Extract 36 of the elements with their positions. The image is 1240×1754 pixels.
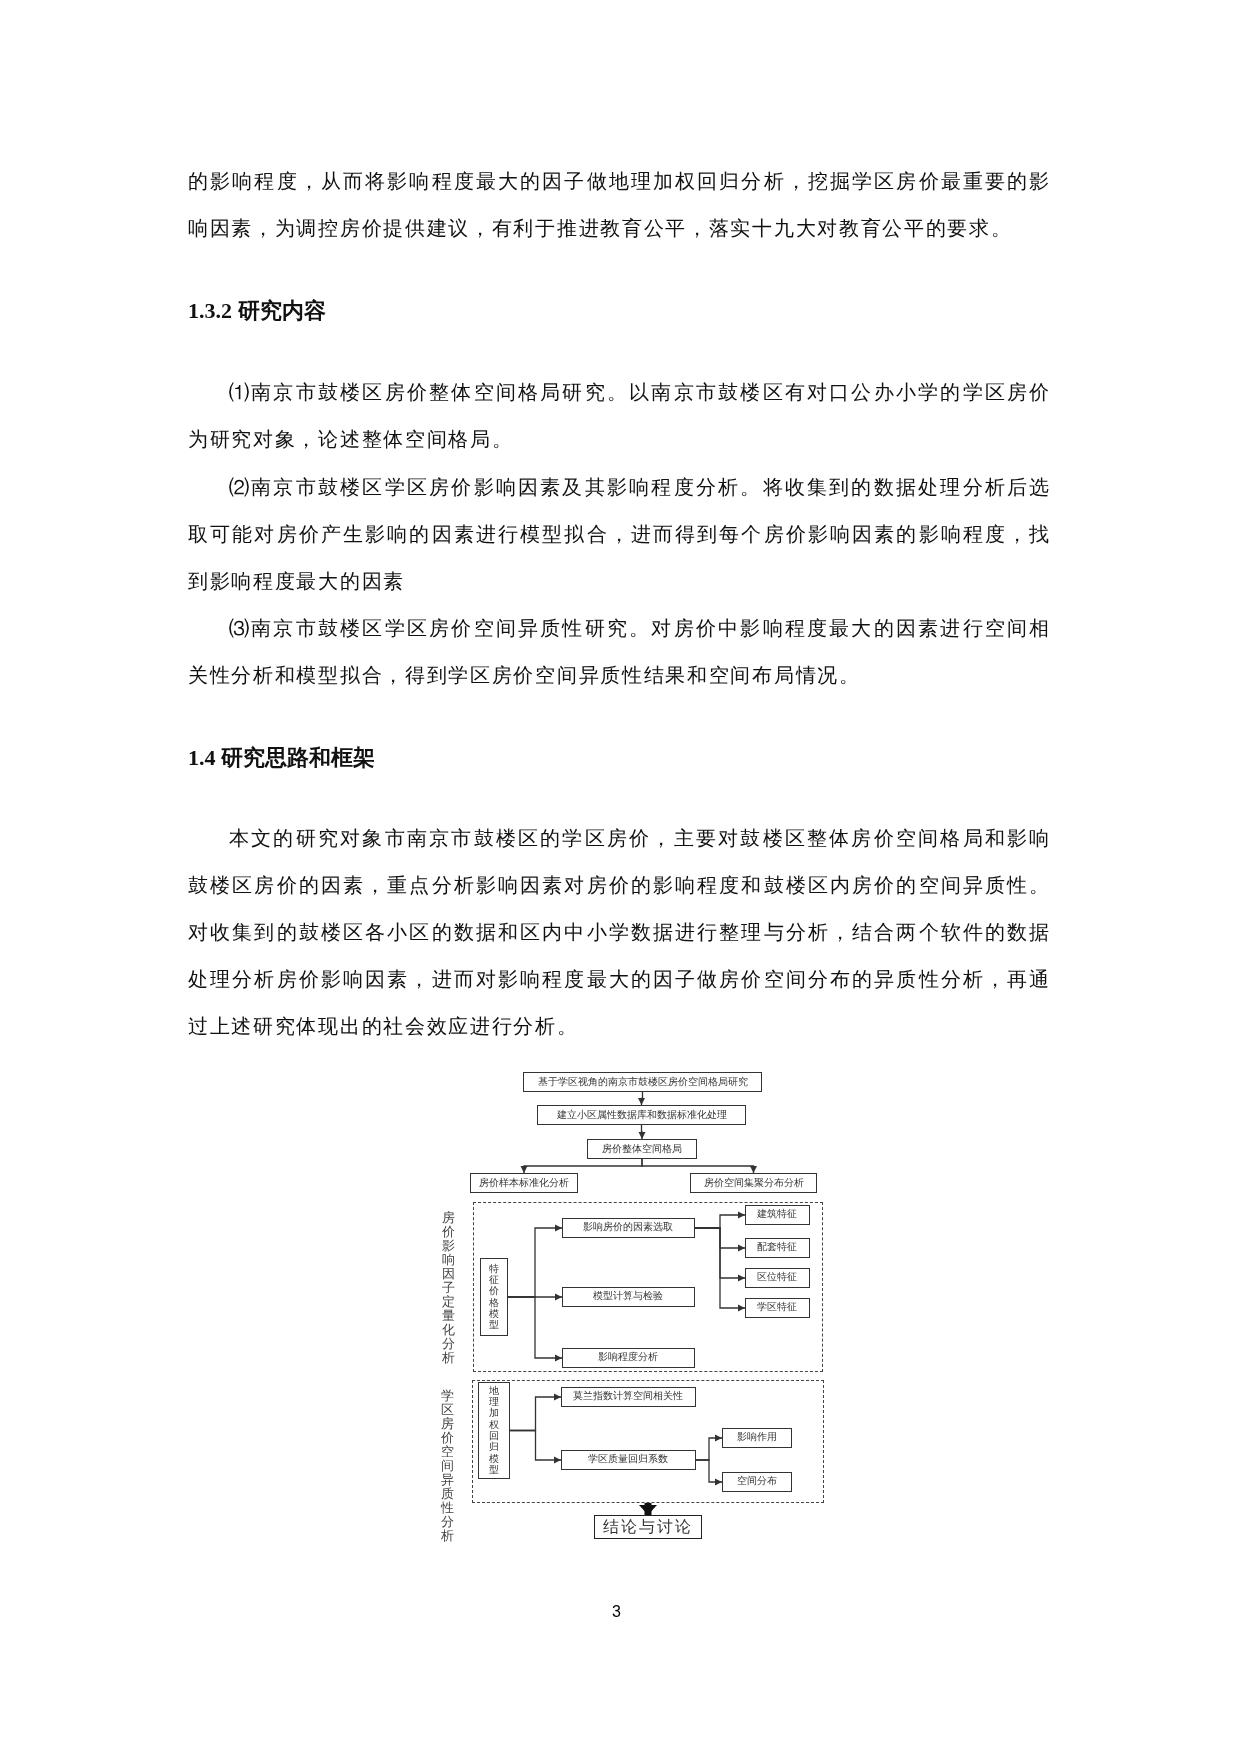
arrow xyxy=(695,1459,723,1486)
arrow xyxy=(638,1124,646,1140)
paragraph-text: ⑴南京市鼓楼区房价整体空间格局研究。以南京市鼓楼区有对口公办小学的学区房价为研究对象，论述整体空间格局。 xyxy=(188,379,1051,453)
process-box: 影响作用 xyxy=(721,1427,792,1448)
section-heading: 1.4 研究思路和框架 xyxy=(188,744,375,772)
process-box: 房价整体空间格局 xyxy=(587,1139,697,1159)
process-box: 模型计算与检验 xyxy=(561,1286,695,1307)
process-box: 房价样本标准化分析 xyxy=(470,1173,578,1193)
arrow xyxy=(509,1429,562,1464)
process-box: 学区质量回归系数 xyxy=(560,1449,696,1470)
arrow xyxy=(507,1296,563,1362)
paragraph-text: ⑶南京市鼓楼区学区房价空间异质性研究。对房价中影响程度最大的因素进行空间相关性分析和模型拟合，得到学区房价空间异质性结果和空间布局情况。 xyxy=(188,615,1051,689)
process-box: 影响程度分析 xyxy=(561,1347,695,1368)
conclusion-box: 结论与讨论 xyxy=(594,1515,702,1539)
process-box: 建筑特征 xyxy=(744,1204,810,1225)
paragraph-text: 本文的研究对象市南京市鼓楼区的学区房价，主要对鼓楼区整体房价空间格局和影响鼓楼区房价的因素，重点分析影响因素对房价的影响程度和鼓楼区内房价的空间异质性。对收集到的鼓楼区各小区的数据和区内中小学数据进行整理与分析，结合两个软件的数据处理分析房价影响因素，进而对影响程度最大的因子做房价空间分布的异质性分析，再通过上述研究体现出的社会效应进行分析。 xyxy=(188,825,1051,1040)
side-label: 学区房价空间异质性分析 xyxy=(440,1389,454,1543)
process-box: 区位特征 xyxy=(744,1267,810,1288)
process-box: 影响房价的因素选取 xyxy=(561,1217,695,1238)
process-box: 配套特征 xyxy=(744,1237,810,1258)
process-box: 建立小区属性数据库和数据标准化处理 xyxy=(537,1105,746,1125)
process-box: 莫兰指数计算空间相关性 xyxy=(560,1386,696,1407)
page-number: 3 xyxy=(612,1603,621,1621)
arrow xyxy=(641,1158,757,1174)
process-box: 地理加权回归模型 xyxy=(477,1381,510,1479)
process-box: 特征价格模型 xyxy=(479,1257,508,1336)
process-box: 空间分布 xyxy=(721,1471,792,1492)
paragraph-text: 的影响程度，从而将影响程度最大的因子做地理加权回归分析，挖掘学区房价最重要的影响因素，为调控房价提供建议，有利于推进教育公平，落实十九大对教育公平的要求。 xyxy=(188,168,1051,242)
section-heading: 1.3.2 研究内容 xyxy=(188,297,326,325)
process-box: 学区特征 xyxy=(744,1297,810,1318)
side-label: 房价影响因子定量化分析 xyxy=(441,1211,455,1365)
process-box: 基于学区视角的南京市鼓楼区房价空间格局研究 xyxy=(523,1072,762,1092)
process-box: 房价空间集聚分布分析 xyxy=(690,1173,817,1193)
paragraph-text: ⑵南京市鼓楼区学区房价影响因素及其影响程度分析。将收集到的数据处理分析后选取可能对房价产生影响的因素进行模型拟合，进而得到每个房价影响因素的影响程度，找到影响程度最大的因素 xyxy=(188,474,1051,595)
arrow xyxy=(638,1091,645,1106)
arrow xyxy=(694,1227,746,1312)
